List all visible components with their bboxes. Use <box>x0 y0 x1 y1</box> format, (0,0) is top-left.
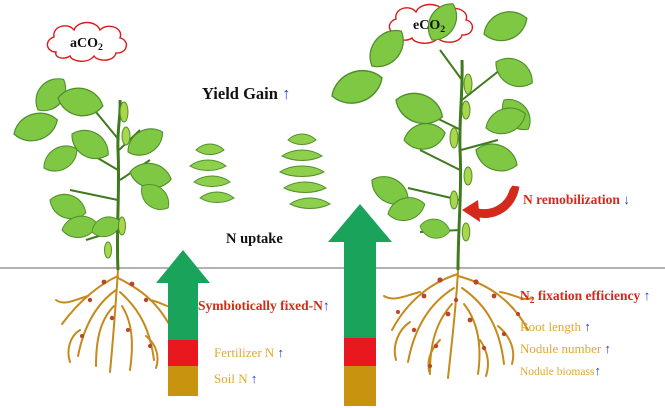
roots-left <box>55 269 177 373</box>
decrease-icon: ↓ <box>623 192 630 207</box>
n2-fixation-efficiency-label: N2 fixation efficiency ↑ <box>520 288 651 306</box>
plant-left <box>9 70 177 373</box>
leaves-left <box>9 70 176 242</box>
pods-right <box>449 73 473 242</box>
increase-icon: ↑ <box>594 363 601 378</box>
fixed-n-segment-ambient <box>168 282 198 340</box>
fixed-n-arrowhead-elevated <box>328 204 392 242</box>
root-length-label: Root length ↑ <box>520 319 591 334</box>
n-remobilization-label: N remobilization ↓ <box>523 192 630 207</box>
soil-n-segment-elevated <box>344 366 376 406</box>
cloud-label-eco2: eCO2 <box>413 18 446 35</box>
increase-icon: ↑ <box>250 371 258 386</box>
nodule-biomass-label: Nodule biomass↑ <box>520 363 601 378</box>
n-source-bar-ambient <box>156 250 210 396</box>
roots-right <box>383 269 533 379</box>
fixed-n-arrowhead-ambient <box>156 250 210 283</box>
fertilizer-n-label: Fertilizer N ↑ <box>214 345 285 360</box>
stem-right <box>456 59 464 271</box>
fertilizer-n-segment-elevated <box>344 338 376 366</box>
n-source-bar-elevated <box>328 204 392 406</box>
increase-icon: ↑ <box>643 288 651 303</box>
increase-icon: ↑ <box>322 298 330 313</box>
pods-left <box>104 101 131 259</box>
increase-icon: ↑ <box>584 319 591 334</box>
yield-gain-label: Yield Gain ↑ <box>202 84 291 103</box>
increase-icon: ↑ <box>277 345 285 360</box>
cloud-label-aco2: aCO2 <box>70 36 103 53</box>
soil-n-label: Soil N ↑ <box>214 371 258 386</box>
nodule-number-label: Nodule number ↑ <box>520 341 611 356</box>
symbiotically-fixed-n-label: Symbiotically fixed-N↑ <box>198 298 330 313</box>
plant-right <box>326 0 540 379</box>
soil-n-segment-ambient <box>168 366 198 396</box>
pods-elevated-cluster <box>279 133 331 209</box>
nodules-right <box>396 277 520 368</box>
cloud-aco2 <box>46 21 127 62</box>
pods-ambient-cluster <box>189 143 235 203</box>
fixed-n-segment-elevated <box>344 240 376 338</box>
n-remobilization-arrow <box>462 179 520 222</box>
fertilizer-n-segment-ambient <box>168 340 198 366</box>
n-uptake-label: N uptake <box>226 231 283 247</box>
increase-icon: ↑ <box>604 341 611 356</box>
stem-left <box>115 99 122 271</box>
increase-icon: ↑ <box>282 84 291 103</box>
nodules-left <box>80 279 152 348</box>
